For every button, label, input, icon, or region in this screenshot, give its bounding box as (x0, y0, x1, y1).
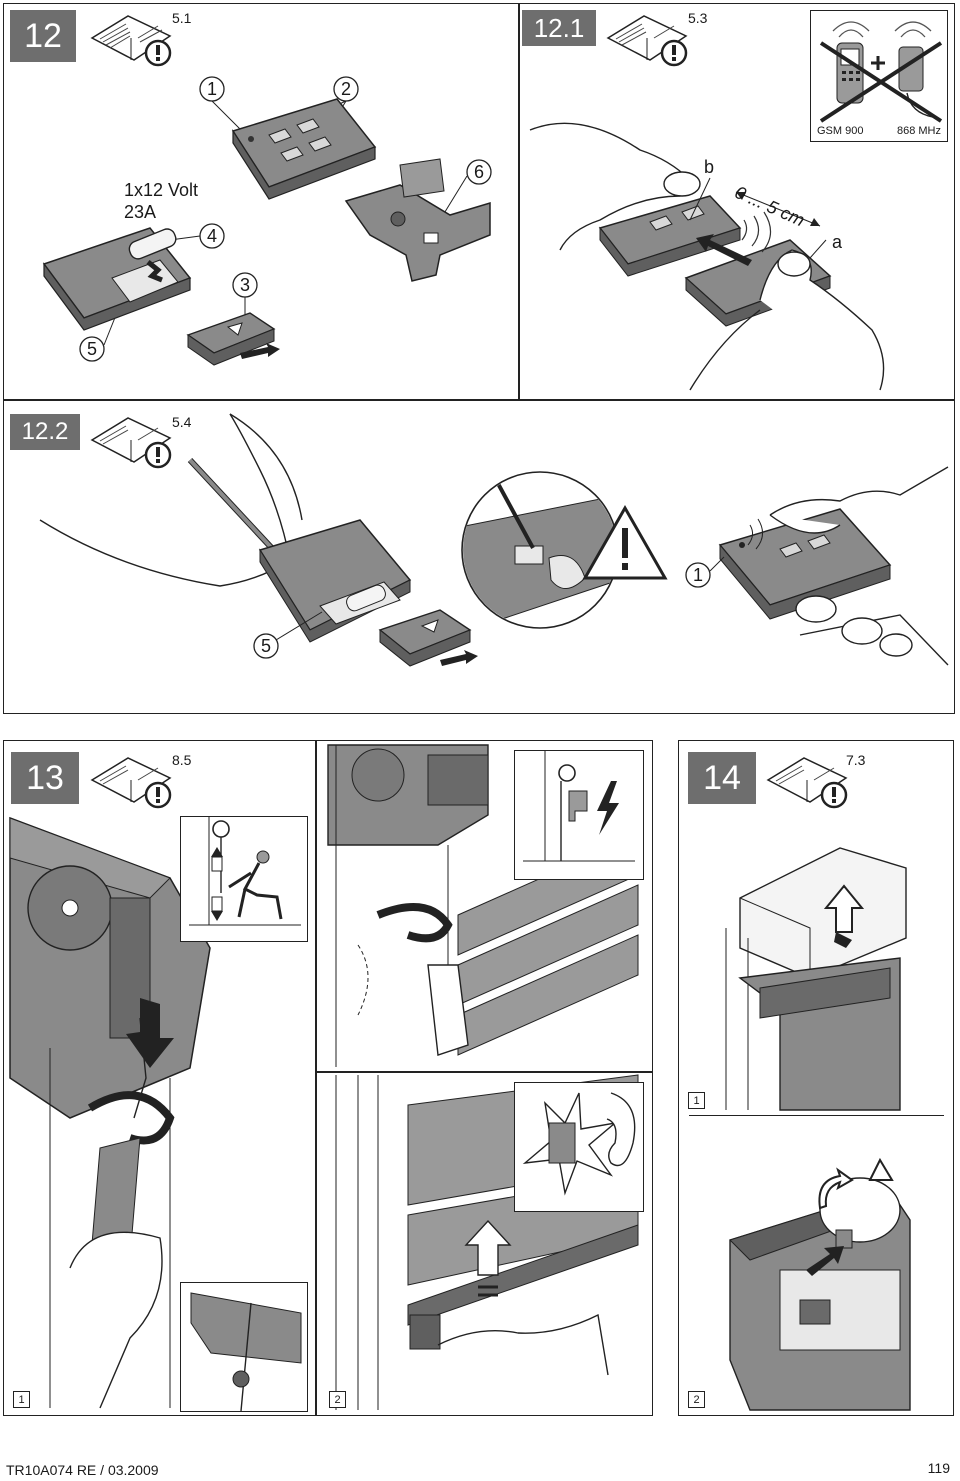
inset-cable-detail (180, 1282, 308, 1412)
panel-divider (518, 4, 520, 399)
label-a: a (832, 232, 843, 252)
step-number-2: 2 (329, 1391, 346, 1408)
section-12-1-badge: 12.1 (522, 10, 596, 46)
manual-reference-icon (90, 417, 172, 469)
callout-1: 1 (207, 79, 218, 99)
inset-electrical-hazard (514, 750, 644, 880)
section-12-2-badge: 12.2 (10, 414, 80, 450)
mhz-label: 868 MHz (896, 125, 941, 137)
callout-circles-12 (79, 76, 492, 362)
manual-ref-number: 8.5 (172, 752, 192, 768)
manual-ref-number: 5.1 (172, 10, 192, 26)
manual-ref-number: 5.3 (688, 10, 708, 26)
open-remote-battery-illustration (42, 227, 192, 331)
manual-reference-icon (90, 757, 172, 809)
inset-person-pull (180, 816, 308, 942)
remote-learning-illustration (529, 122, 885, 391)
section-12-badge: 12 (10, 10, 76, 62)
battery-type-label: 23A (124, 202, 157, 222)
battery-voltage-label: 1x12 Volt (124, 180, 199, 200)
inset-sound-hazard (514, 1082, 644, 1212)
remote-control-top-illustration (231, 98, 377, 200)
step-number-2: 2 (688, 1391, 705, 1408)
remote-press-illustration (685, 466, 949, 666)
callout-5: 5 (261, 636, 272, 656)
document-id: TR10A074 RE / 03.2009 (6, 1462, 159, 1478)
operator-emergency-release-illustration (9, 816, 211, 1409)
page-number: 119 (927, 1460, 950, 1476)
callout-4: 4 (207, 226, 218, 246)
manual-ref-number: 7.3 (846, 752, 866, 768)
callout-5: 5 (87, 339, 98, 359)
manual-reference-icon (606, 15, 688, 67)
label-b: b (704, 157, 715, 177)
manual-reference-icon (766, 757, 848, 809)
lamp-cover-removal-illustration (725, 847, 907, 1111)
no-mobile-phone-icon (819, 21, 943, 123)
callout-2: 2 (341, 79, 352, 99)
panel-divider (315, 1071, 653, 1073)
section-14-badge: 14 (688, 752, 756, 804)
wall-bracket-illustration (344, 158, 491, 282)
manual-ref-number: 5.4 (172, 414, 192, 430)
step-number-1: 1 (688, 1092, 705, 1109)
bulb-replacement-illustration (729, 1157, 911, 1411)
magnified-button-detail (461, 471, 668, 629)
gsm-label: GSM 900 (817, 125, 864, 137)
callout-3: 3 (240, 275, 251, 295)
section-13-badge: 13 (11, 752, 79, 804)
panel-divider (315, 741, 317, 1415)
panel-divider (689, 1115, 944, 1117)
panel-12 (3, 3, 955, 400)
gsm-interference-box: GSM 900 868 MHz (810, 10, 948, 142)
callout-6: 6 (474, 162, 485, 182)
manual-reference-icon (90, 15, 172, 67)
step-number-1: 1 (13, 1391, 30, 1408)
callout-1: 1 (693, 565, 704, 585)
battery-cover-illustration (186, 312, 280, 366)
reset-with-pen-illustration (39, 413, 478, 667)
